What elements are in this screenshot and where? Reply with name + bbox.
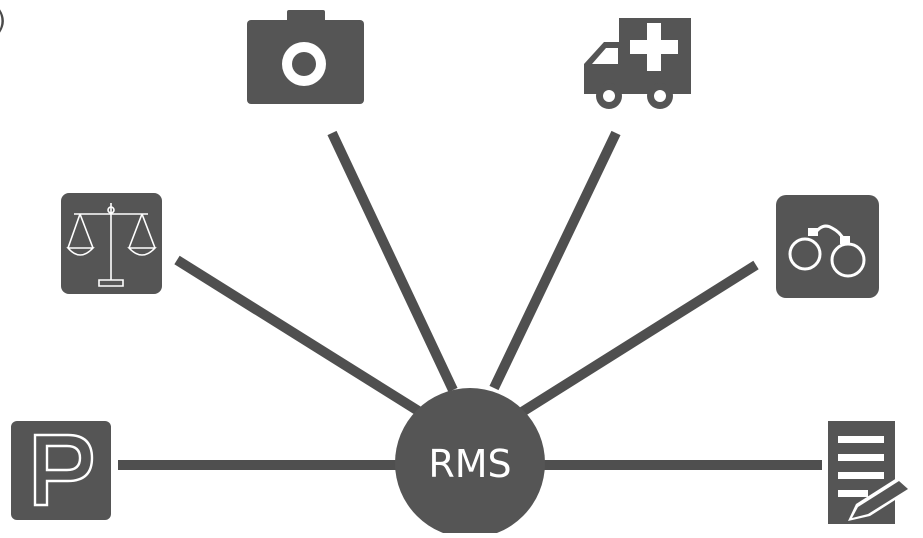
cropped-glyph: ) [0, 8, 6, 34]
document-pencil-icon [828, 421, 914, 524]
connector-scales [174, 255, 423, 417]
ambulance-icon [584, 18, 691, 109]
rms-hub: RMS [395, 388, 545, 538]
connectors [118, 130, 822, 470]
connector-camera [327, 130, 458, 393]
parking-icon [11, 421, 111, 520]
camera-icon [247, 10, 364, 104]
handcuffs-icon [776, 195, 879, 298]
connector-ambulance [489, 130, 621, 391]
scales-of-justice-icon [61, 193, 162, 294]
connector-handcuffs [519, 260, 759, 417]
hub-label: RMS [428, 442, 511, 486]
